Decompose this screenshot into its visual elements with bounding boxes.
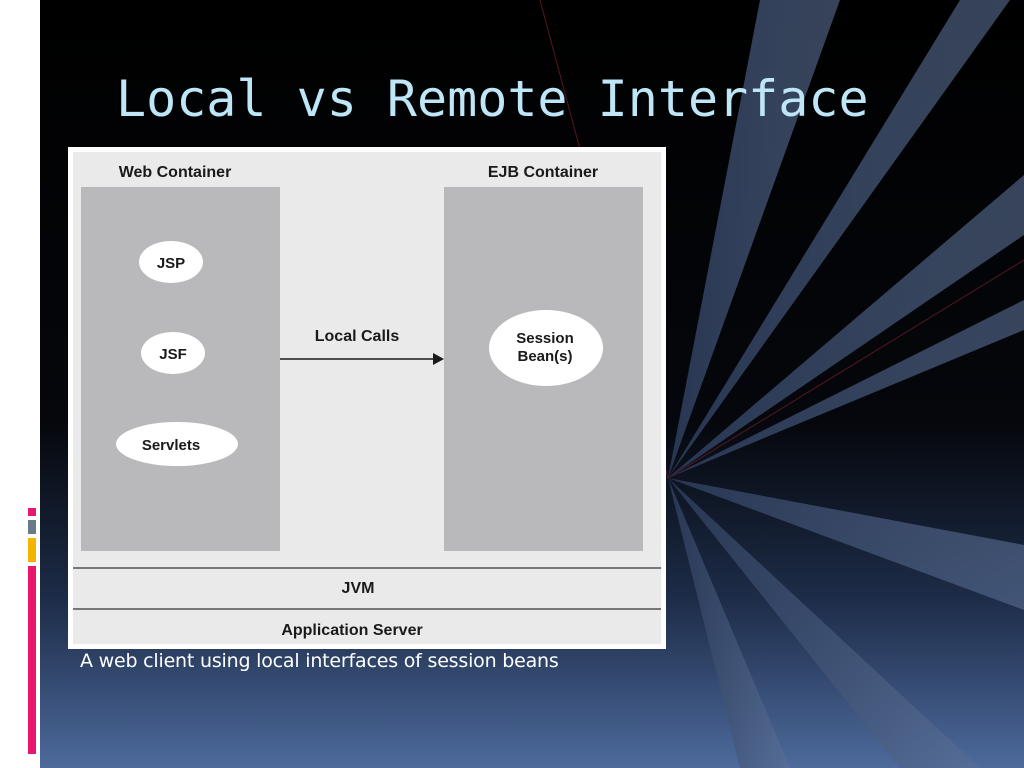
- app-server-label: Application Server: [281, 622, 422, 639]
- arrowhead-icon: [433, 353, 444, 365]
- jsp-label: JSP: [157, 255, 185, 272]
- accent-bar-yellow: [28, 538, 36, 562]
- accent-bar-pink: [28, 566, 36, 754]
- session-bean-label-line1: Session: [516, 330, 574, 347]
- session-bean-label-line2: Bean(s): [517, 348, 572, 365]
- diagram-canvas: Web Container JSP JSF Servlets EJB Conta…: [73, 152, 661, 644]
- ejb-container-label: EJB Container: [488, 164, 598, 181]
- jsp-node: [139, 241, 203, 283]
- servlets-node: [116, 422, 238, 466]
- accent-bar-gray: [28, 520, 36, 534]
- slide-title: Local vs Remote Interface: [116, 70, 869, 128]
- servlets-label: Servlets: [142, 437, 200, 454]
- jsf-label: JSF: [159, 346, 187, 363]
- session-bean-node: [489, 310, 603, 386]
- accent-bar-pink-top: [28, 508, 36, 516]
- local-calls-label: Local Calls: [315, 328, 400, 345]
- jvm-label: JVM: [342, 580, 375, 597]
- jsf-node: [141, 332, 205, 374]
- web-container-label: Web Container: [119, 164, 232, 181]
- diagram-caption: A web client using local interfaces of s…: [80, 650, 559, 672]
- architecture-diagram: Web Container JSP JSF Servlets EJB Conta…: [68, 147, 666, 649]
